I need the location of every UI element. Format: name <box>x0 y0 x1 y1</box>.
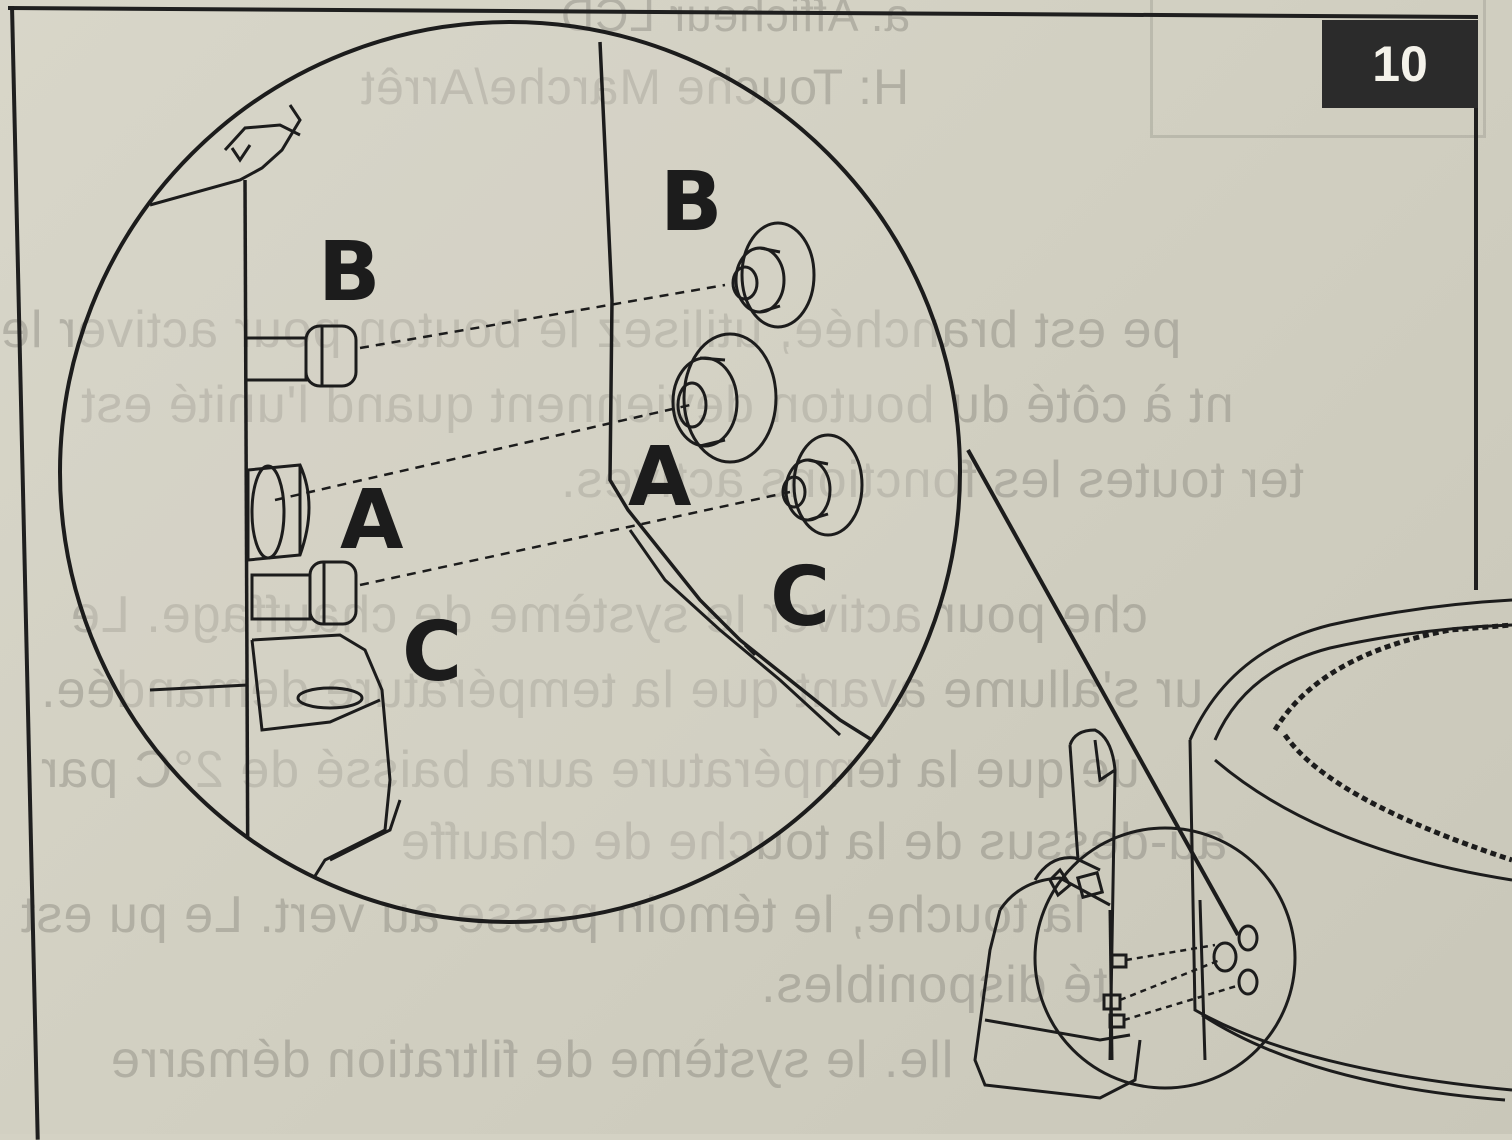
zoom-detail-circle: B A C B A C <box>58 20 962 924</box>
label-left-a: A <box>340 473 404 568</box>
label-right-a: A <box>628 430 692 525</box>
right-port-c <box>781 433 864 537</box>
page-number-badge: 10 <box>1322 20 1478 108</box>
left-fitting-c <box>250 560 358 626</box>
label-left-b: B <box>318 225 381 320</box>
frame-right-border <box>1474 20 1478 590</box>
faint-box <box>1150 0 1486 138</box>
page-number: 10 <box>1372 36 1428 92</box>
left-fitting-a <box>246 463 311 562</box>
right-port-b <box>731 221 816 329</box>
label-right-c: C <box>770 550 830 645</box>
overview-spa-drawing <box>973 598 1512 1102</box>
label-right-b: B <box>660 155 723 250</box>
left-fitting-b <box>244 324 358 388</box>
zoom-leader-line <box>966 449 1240 936</box>
right-port-a <box>671 332 778 464</box>
label-left-c: C <box>402 605 462 700</box>
